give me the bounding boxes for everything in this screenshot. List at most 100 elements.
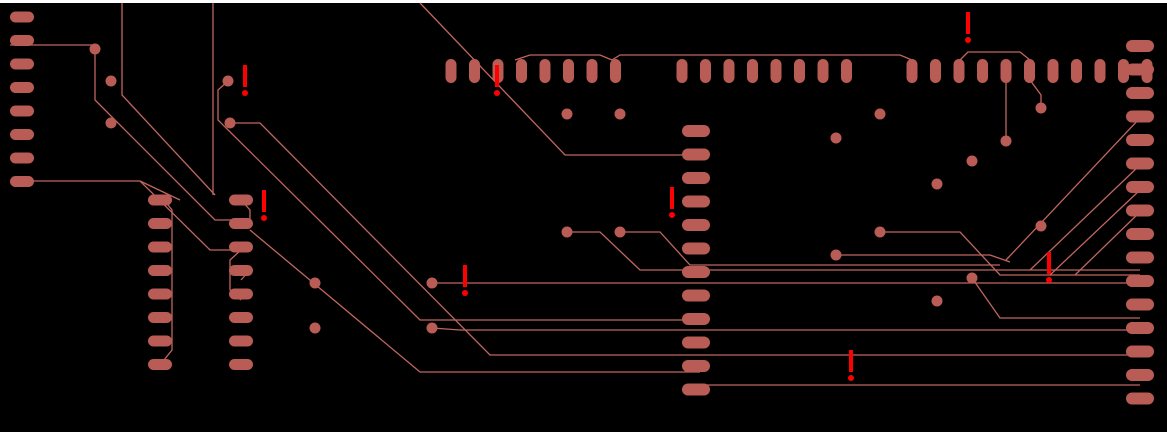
- left-connector-pad: [10, 105, 34, 117]
- right-connector-pad: [1126, 87, 1154, 99]
- right-connector-pad: [1126, 345, 1154, 358]
- right-connector-pad: [1126, 298, 1154, 311]
- bottom-edge-strip: [0, 432, 1167, 434]
- trace: [249, 229, 700, 373]
- header-pin-pad: [676, 59, 688, 83]
- right-connector-pad: [1126, 63, 1154, 76]
- center-ic-pad: [682, 172, 710, 184]
- header-pin-pad: [977, 59, 988, 83]
- ic-a-pad: [148, 194, 172, 206]
- ic-a-pad: [148, 288, 172, 300]
- center-ic-pad: [682, 219, 710, 231]
- via: [105, 75, 117, 87]
- ic-b-pad: [229, 218, 253, 229]
- via: [830, 249, 842, 261]
- header-pin-pad: [563, 59, 574, 83]
- left-connector-pad: [10, 82, 34, 93]
- trace: [1074, 211, 1141, 276]
- header-pin-pad: [794, 59, 805, 83]
- header-pin-pad: [516, 59, 527, 83]
- header-pin-pad: [906, 59, 918, 83]
- trace: [836, 254, 1011, 263]
- vias: [89, 43, 1047, 334]
- trace: [1005, 117, 1141, 261]
- copper-pads: [10, 11, 1154, 405]
- header-pin-pad: [723, 59, 735, 83]
- via: [1000, 135, 1012, 147]
- via: [309, 322, 321, 334]
- ic-a-pad: [148, 265, 172, 276]
- center-ic-pad: [682, 125, 710, 137]
- drc-error-markers: [242, 12, 1052, 381]
- trace: [971, 277, 1140, 319]
- ic-b-pad: [229, 335, 253, 347]
- drc-error-marker-icon[interactable]: [242, 65, 248, 96]
- drc-error-marker-icon[interactable]: [965, 12, 971, 43]
- right-connector-pad: [1126, 157, 1154, 170]
- right-connector-pad: [1126, 322, 1154, 334]
- header-pin-pad: [469, 59, 480, 83]
- right-connector-pad: [1126, 40, 1154, 52]
- left-connector-pad: [10, 152, 34, 164]
- center-ic-pad: [682, 360, 710, 372]
- drc-error-marker-icon[interactable]: [669, 187, 675, 218]
- header-pin-pad: [610, 59, 621, 83]
- via: [874, 108, 886, 120]
- header-pin-pad: [1000, 59, 1012, 83]
- trace: [880, 231, 1140, 276]
- center-ic-pad: [682, 242, 710, 255]
- center-ic-pad: [682, 148, 710, 161]
- via: [105, 117, 117, 129]
- via: [614, 108, 626, 120]
- via: [222, 75, 234, 87]
- center-ic-pad: [682, 195, 710, 208]
- via: [830, 132, 842, 144]
- top-edge-strip: [0, 0, 1167, 3]
- trace: [567, 231, 1140, 271]
- left-connector-pad: [10, 11, 34, 23]
- ic-b-pad: [229, 194, 253, 206]
- via: [1035, 220, 1047, 232]
- via: [614, 226, 626, 238]
- drc-error-marker-icon[interactable]: [462, 265, 468, 296]
- ic-a-pad: [148, 359, 172, 370]
- center-ic-pad: [682, 383, 710, 396]
- ic-a-pad: [148, 218, 172, 229]
- right-connector-pad: [1126, 369, 1154, 381]
- header-pin-pad: [700, 59, 711, 83]
- left-connector-pad: [10, 35, 34, 46]
- header-pin-pad: [770, 59, 782, 83]
- right-connector-pad: [1126, 275, 1154, 287]
- center-ic-pad: [682, 289, 710, 302]
- via: [1035, 102, 1047, 114]
- trace: [217, 80, 700, 321]
- trace: [514, 54, 613, 61]
- trace: [230, 122, 1140, 356]
- trace: [611, 54, 913, 61]
- ic-b-pad: [229, 288, 253, 300]
- drc-error-marker-icon[interactable]: [1046, 252, 1052, 283]
- header-pin-pad: [1071, 59, 1082, 83]
- right-connector-pad: [1126, 110, 1154, 123]
- right-connector-pad: [1126, 181, 1154, 193]
- right-connector-pad: [1126, 392, 1154, 405]
- trace: [121, 3, 216, 196]
- via: [309, 277, 321, 289]
- left-connector-pad: [10, 176, 34, 187]
- drc-error-marker-icon[interactable]: [261, 190, 267, 221]
- drc-error-marker-icon[interactable]: [848, 350, 854, 381]
- trace: [94, 49, 241, 221]
- copper-traces: [10, 2, 1141, 386]
- via: [966, 272, 978, 284]
- trace: [959, 51, 1031, 61]
- via: [561, 108, 573, 120]
- via: [874, 226, 886, 238]
- trace: [139, 180, 181, 201]
- drc-error-marker-icon[interactable]: [494, 65, 500, 96]
- via: [89, 43, 101, 55]
- ic-a-pad: [148, 312, 172, 323]
- via: [931, 295, 943, 307]
- ic-a-pad: [148, 241, 172, 253]
